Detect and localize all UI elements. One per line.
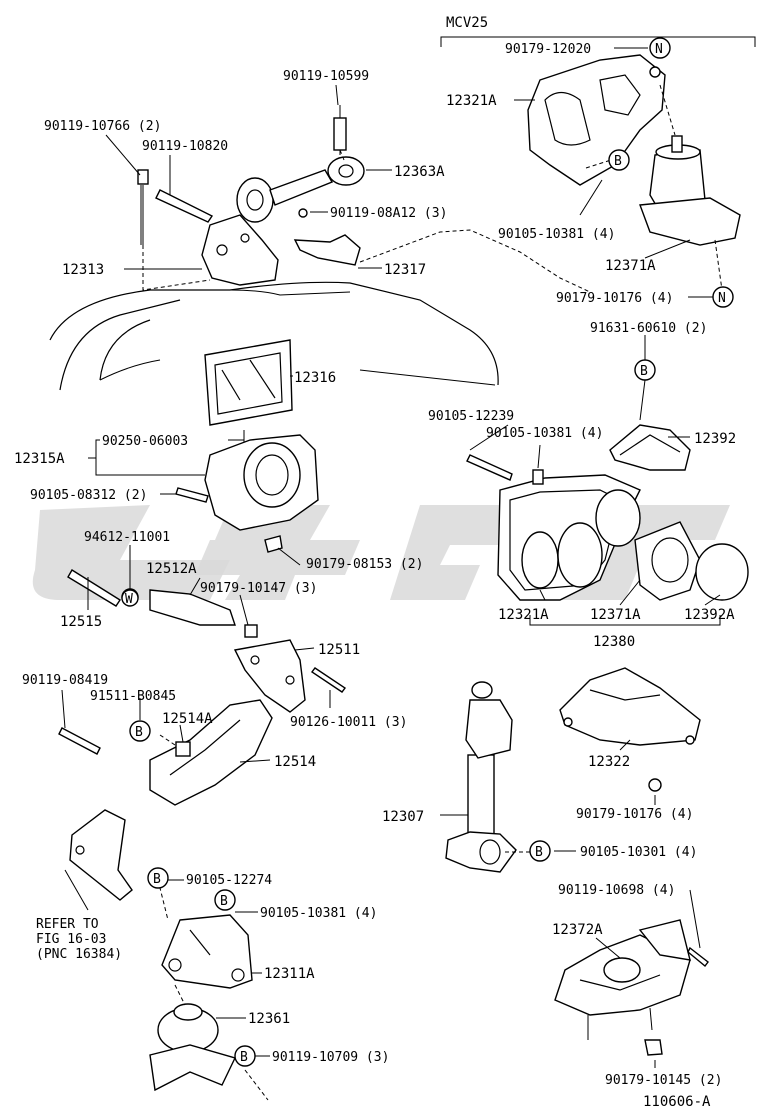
part-label: 12512A (146, 561, 197, 577)
mount-assembly-12380 (466, 424, 749, 626)
part-label: 12511 (318, 642, 360, 658)
bracket-12311A (161, 914, 253, 989)
refer-note-line-3: (PNC 16384) (36, 947, 122, 962)
part-label: 90105-12274 (186, 873, 272, 888)
refer-bracket (64, 809, 133, 911)
part-label: 12514A (162, 711, 213, 727)
part-label: 12392 (694, 431, 736, 447)
callout-b-90105-10381: B (220, 894, 228, 909)
callout-markers: N B N B W B B B B B (121, 37, 734, 1067)
part-label: 90179-10147 (3) (200, 581, 317, 596)
part-label: 90119-10766 (2) (44, 119, 161, 134)
bracket-12316 (204, 339, 293, 426)
part-label: 91511-B0845 (90, 689, 176, 704)
part-label: 90179-08153 (2) (306, 557, 423, 572)
part-label: 90119-10709 (3) (272, 1050, 389, 1065)
bracket-12315A (175, 430, 319, 553)
bracket-12322 (559, 667, 701, 792)
callout-b-90105-12274: B (153, 872, 161, 887)
part-label: 12363A (394, 164, 445, 180)
callout-b-top: B (614, 154, 622, 169)
part-label: 12371A (590, 607, 641, 623)
group-label: MCV25 (446, 15, 488, 31)
mcv25-group-bracket: MCV25 (440, 15, 756, 47)
part-label: 12321A (446, 93, 497, 109)
figure-code: 110606-A (643, 1094, 711, 1110)
bracket-12313 (137, 169, 279, 291)
mount-12361 (149, 879, 269, 1101)
leader-lines (61, 47, 721, 1068)
part-labels: 90179-12020 12321A 90105-10381 (4) 12371… (14, 42, 736, 1110)
callout-n-mid: N (718, 291, 726, 306)
part-label: 90105-10301 (4) (580, 845, 697, 860)
part-label: 12321A (498, 607, 549, 623)
mount-12372A (554, 919, 709, 1056)
part-label: 91631-60610 (2) (590, 321, 707, 336)
part-label: 12515 (60, 614, 102, 630)
part-label: 90119-08419 (22, 673, 108, 688)
callout-n-top: N (655, 42, 663, 57)
part-label: 12380 (593, 634, 635, 650)
damper-12307 (445, 681, 530, 873)
refer-note-line-1: REFER TO (36, 917, 99, 932)
part-label: 90250-06003 (102, 434, 188, 449)
callout-b-90119-10709: B (240, 1050, 248, 1065)
callout-b-91511: B (135, 725, 143, 740)
part-label: 12311A (264, 966, 315, 982)
part-label: 12514 (274, 754, 316, 770)
refer-note-line-2: FIG 16-03 (36, 932, 106, 947)
callout-w: W (125, 592, 133, 607)
part-label: 12361 (248, 1011, 290, 1027)
part-label: 12316 (294, 370, 336, 386)
part-label: 90119-10599 (283, 69, 369, 84)
part-label: 90179-10145 (2) (605, 1073, 722, 1088)
part-label: 90105-10381 (4) (486, 426, 603, 441)
engine-outline (49, 281, 499, 391)
part-label: 90179-12020 (505, 42, 591, 57)
part-label: 90179-10176 (4) (556, 291, 673, 306)
part-label: 94612-11001 (84, 530, 170, 545)
torque-rod (236, 105, 365, 223)
part-label: 12313 (62, 262, 104, 278)
part-label: 90119-10698 (4) (558, 883, 675, 898)
part-label: 12315A (14, 451, 65, 467)
part-label: 90126-10011 (3) (290, 715, 407, 730)
part-label: 90105-10381 (4) (260, 906, 377, 921)
part-label: 90105-12239 (428, 409, 514, 424)
part-label: 12317 (384, 262, 426, 278)
bracket-12317 (293, 208, 591, 293)
part-label: 12371A (605, 258, 656, 274)
part-label: 90179-10176 (4) (576, 807, 693, 822)
part-label: 90105-10381 (4) (498, 227, 615, 242)
bracket-12514 (58, 699, 273, 806)
bracket-12511 (233, 639, 347, 713)
part-label: 90119-10820 (142, 139, 228, 154)
part-label: 12372A (552, 922, 603, 938)
part-label: 90119-08A12 (3) (330, 206, 447, 221)
callout-b-91631: B (640, 364, 648, 379)
callout-b-90105-10301: B (535, 845, 543, 860)
part-label: 90105-08312 (2) (30, 488, 147, 503)
part-label: 12307 (382, 809, 424, 825)
part-label: 12392A (684, 607, 735, 623)
part-label: 12322 (588, 754, 630, 770)
upper-right-mount (527, 54, 741, 291)
